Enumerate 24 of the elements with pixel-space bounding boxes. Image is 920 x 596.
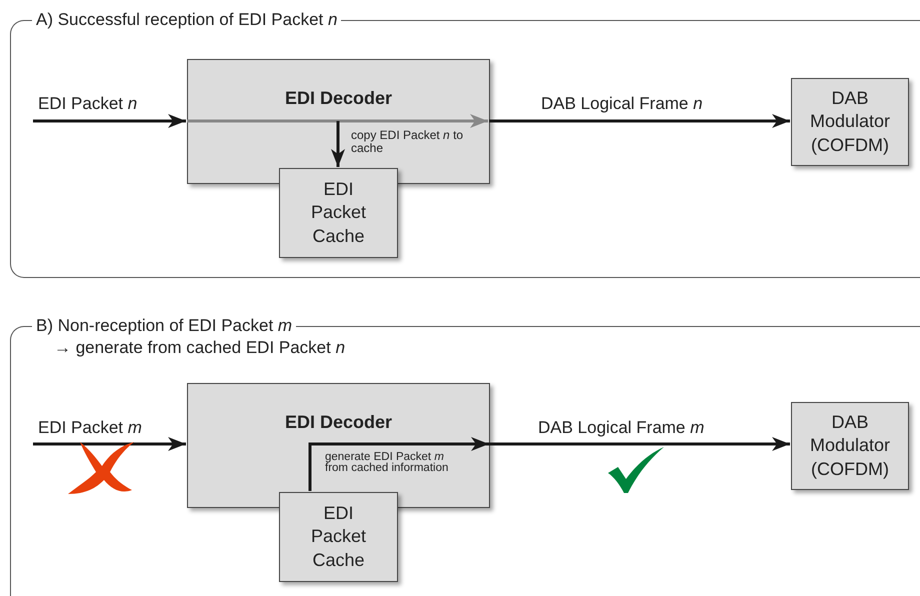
- block-label: EDI Packet Cache: [310, 178, 368, 248]
- arrow: [489, 114, 790, 128]
- edge-label: generate EDI Packet m from cached information: [325, 452, 450, 474]
- arrow: [33, 437, 186, 451]
- block-label: DAB Modulator (COFDM): [808, 87, 892, 157]
- arrow: [489, 437, 790, 451]
- block-label: EDI Decoder: [284, 87, 392, 110]
- decoder-block: [187, 59, 490, 184]
- edge-label: DAB Logical Frame n: [541, 93, 703, 114]
- cache-block: [279, 492, 398, 582]
- arrow: [308, 437, 489, 491]
- decoder-block: [187, 383, 490, 508]
- cache-block: [279, 168, 398, 258]
- edge-label: EDI Packet n: [38, 93, 138, 114]
- arrow: [331, 121, 345, 167]
- block-label: EDI Decoder: [284, 411, 392, 434]
- edge-label: EDI Packet m: [38, 417, 142, 438]
- modulator-block: [791, 78, 909, 166]
- arrow: [33, 114, 186, 128]
- block-label: DAB Modulator (COFDM): [808, 411, 892, 481]
- block-label: EDI Packet Cache: [310, 502, 368, 572]
- edge-label: copy EDI Packet n to cache: [351, 129, 464, 154]
- modulator-block: [791, 402, 909, 490]
- edge-label: DAB Logical Frame m: [538, 417, 704, 438]
